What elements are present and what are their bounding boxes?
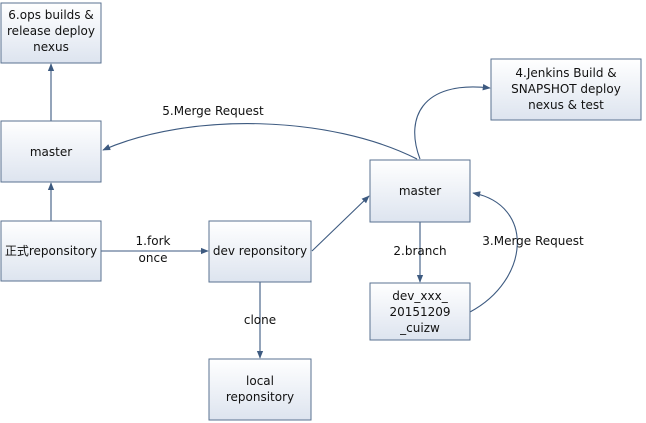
edge-label-merge-request-5: 5.Merge Request — [162, 104, 264, 118]
node-dev-repo: dev reponsitory — [208, 220, 312, 283]
node-dev-branch-line-3: _cuizw — [399, 321, 440, 335]
edge-label-clone: clone — [244, 313, 276, 327]
edge-merge-request-3 — [469, 191, 518, 313]
node-ops-builds: 6.ops builds & release deploy nexus — [0, 2, 102, 64]
node-dev-branch-line-1: dev_xxx_ — [392, 289, 448, 303]
node-ops-builds-line-1: 6.ops builds & — [8, 8, 93, 22]
node-jenkins-build-line-1: 4.Jenkins Build & — [515, 66, 616, 80]
edges — [47, 63, 518, 359]
node-jenkins-build: 4.Jenkins Build & SNAPSHOT deploy nexus … — [490, 58, 642, 121]
edge-master-to-jenkins — [414, 84, 491, 160]
node-official-repo: 正式reponsitory — [0, 220, 102, 282]
node-master-right-label: master — [399, 184, 441, 198]
edge-label-branch: 2.branch — [393, 244, 446, 258]
node-jenkins-build-line-2: SNAPSHOT deploy — [511, 82, 621, 96]
node-dev-branch: dev_xxx_ 20151209 _cuizw — [369, 282, 471, 341]
node-official-repo-label: 正式reponsitory — [5, 244, 97, 258]
node-master-left: master — [0, 120, 102, 183]
edge-merge-request-5 — [102, 123, 418, 160]
node-ops-builds-line-3: nexus — [33, 40, 69, 54]
edge-labels: 1.fork once 2.branch 3.Merge Request 5.M… — [136, 104, 584, 327]
edge-label-fork-line-1: 1.fork — [136, 234, 171, 248]
node-local-repo: local reponsitory — [208, 358, 312, 421]
node-jenkins-build-line-3: nexus & test — [528, 98, 604, 112]
node-ops-builds-line-2: release deploy — [7, 24, 95, 38]
node-local-repo-line-1: local — [246, 374, 274, 388]
edge-dev-to-master — [311, 195, 370, 252]
node-dev-branch-line-2: 20151209 — [389, 305, 450, 319]
node-dev-repo-label: dev reponsitory — [213, 244, 307, 258]
node-local-repo-line-2: reponsitory — [226, 390, 294, 404]
edge-label-merge-request-3: 3.Merge Request — [482, 234, 584, 248]
node-master-right: master — [369, 159, 471, 223]
node-master-left-label: master — [30, 145, 72, 159]
edge-label-fork-line-2: once — [139, 251, 168, 265]
